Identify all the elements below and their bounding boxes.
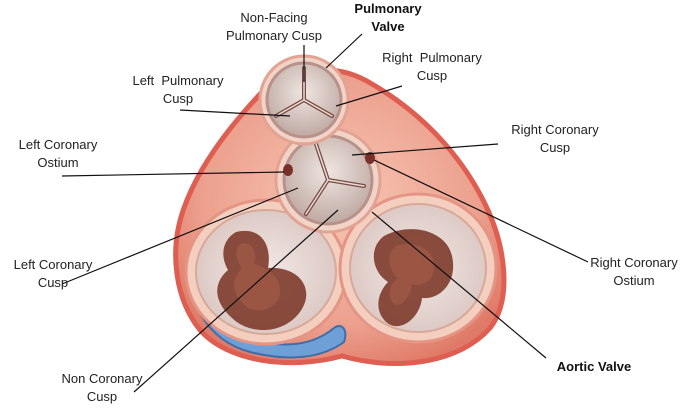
leader-aortic-valve bbox=[371, 211, 547, 359]
aortic-valve bbox=[274, 126, 382, 234]
left-chamber bbox=[184, 198, 348, 346]
label-right-coronary-ostium: Right Coronary Ostium bbox=[590, 255, 678, 288]
label-non-coronary-cusp: Non Coronary Cusp bbox=[61, 371, 143, 404]
leader-right-coronary-cusp bbox=[351, 143, 499, 156]
label-non-facing-pulmonary-cusp: Non-Facing Pulmonary Cusp bbox=[225, 10, 323, 43]
label-right-coronary-cusp: Right Coronary Cusp bbox=[511, 122, 599, 155]
label-aortic-valve: Aortic Valve bbox=[556, 359, 632, 374]
pulmonary-valve bbox=[258, 54, 350, 146]
leader-lines bbox=[61, 33, 589, 393]
right-chamber bbox=[338, 192, 498, 344]
leader-left-pulmonary bbox=[179, 109, 291, 117]
leader-left-coronary-cusp bbox=[61, 187, 299, 285]
leader-left-coronary-ostium bbox=[61, 171, 285, 177]
right-coronary-ostium-mark bbox=[365, 152, 375, 164]
leader-right-pulmonary bbox=[335, 85, 403, 107]
label-right-pulmonary-cusp: Right Pulmonary Cusp bbox=[382, 50, 482, 83]
leader-right-coronary-ostium bbox=[373, 159, 589, 263]
leader-pulmonary-valve bbox=[325, 33, 363, 69]
label-left-coronary-ostium: Left Coronary Ostium bbox=[18, 137, 98, 170]
leader-non-coronary-cusp bbox=[133, 209, 339, 393]
label-left-coronary-cusp: Left Coronary Cusp bbox=[13, 257, 93, 290]
label-pulmonary-valve: Pulmonary Valve bbox=[354, 1, 422, 34]
label-left-pulmonary-cusp: Left Pulmonary Cusp bbox=[132, 73, 224, 106]
left-coronary-ostium-mark bbox=[283, 164, 293, 176]
